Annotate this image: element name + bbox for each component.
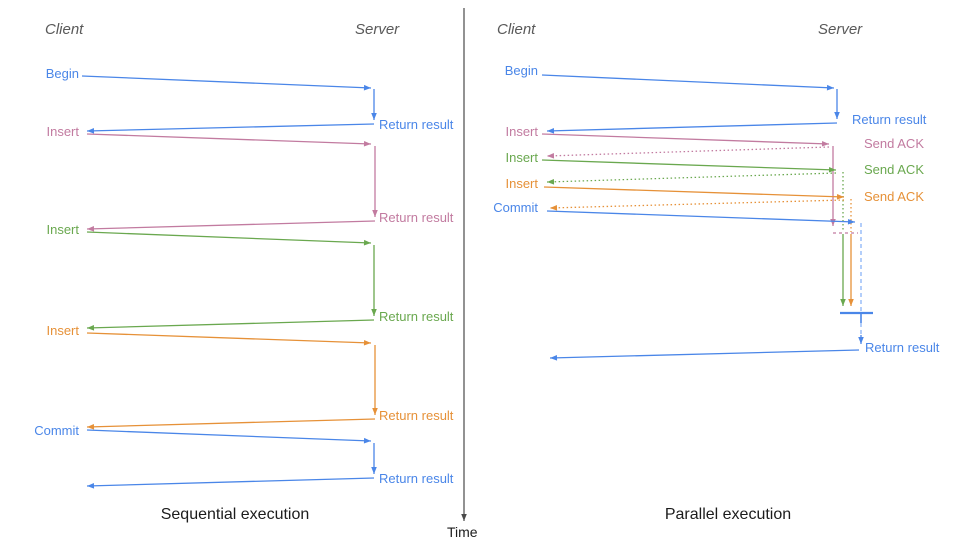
time-axis-label: Time [447, 524, 478, 540]
par-begin-return [546, 122, 838, 134]
par-insert2-processing [840, 234, 846, 306]
seq-return-result-2-label: Return result [379, 210, 454, 225]
par-server-header: Server [818, 21, 863, 38]
seq-insert1-return [86, 220, 376, 232]
seq-commit-label: Commit [34, 423, 79, 438]
par-commit-request [546, 210, 856, 225]
par-insert1-processing [830, 146, 836, 226]
par-begin-label: Begin [504, 63, 538, 78]
time-axis [461, 8, 467, 521]
par-send-ack-1-label: Send ACK [864, 136, 924, 151]
par-return-result-2-label: Return result [865, 340, 940, 355]
par-insert1-ack [546, 146, 830, 159]
par-commit-finish [858, 335, 864, 344]
par-insert3-ack [549, 199, 845, 211]
seq-return-result-5-label: Return result [379, 471, 454, 486]
seq-insert2-request [86, 231, 372, 246]
seq-commit-request [86, 429, 372, 444]
seq-insert2-label: Insert [46, 222, 79, 237]
seq-commit-processing [371, 443, 377, 474]
seq-begin-label: Begin [45, 66, 79, 81]
par-return-result-1-label: Return result [852, 112, 927, 127]
seq-insert2-processing [371, 245, 377, 316]
seq-insert1-processing [372, 146, 378, 217]
seq-insert1-request [86, 133, 372, 147]
seq-begin-processing [371, 89, 377, 120]
par-begin-processing [834, 89, 840, 119]
par-insert3-processing [848, 234, 854, 306]
seq-client-header: Client [45, 21, 84, 38]
par-insert2-request [541, 159, 837, 173]
seq-return-result-1-label: Return result [379, 117, 454, 132]
par-insert1-label: Insert [505, 124, 538, 139]
par-send-ack-3-label: Send ACK [864, 189, 924, 204]
par-commit-label: Commit [493, 200, 538, 215]
par-insert3-label: Insert [505, 176, 538, 191]
par-begin-request [541, 74, 835, 91]
par-insert2-ack [546, 172, 837, 185]
par-insert3-request [543, 186, 845, 200]
seq-begin-request [81, 75, 372, 91]
seq-insert3-return [86, 418, 376, 430]
seq-title: Sequential execution [160, 506, 310, 523]
seq-return-result-4-label: Return result [379, 408, 454, 423]
par-title: Parallel execution [664, 506, 792, 523]
par-client-header: Client [497, 21, 536, 38]
seq-insert1-label: Insert [46, 124, 79, 139]
seq-insert2-return [86, 319, 375, 331]
par-send-ack-2-label: Send ACK [864, 162, 924, 177]
par-insert1-request [541, 133, 830, 147]
par-commit-return [549, 349, 860, 361]
seq-return-result-3-label: Return result [379, 309, 454, 324]
par-insert2-label: Insert [505, 150, 538, 165]
seq-insert3-request [86, 332, 372, 346]
seq-commit-return [86, 477, 375, 489]
seq-server-header: Server [355, 21, 400, 38]
seq-insert3-processing [372, 345, 378, 415]
seq-begin-return [86, 123, 375, 134]
seq-insert3-label: Insert [46, 323, 79, 338]
